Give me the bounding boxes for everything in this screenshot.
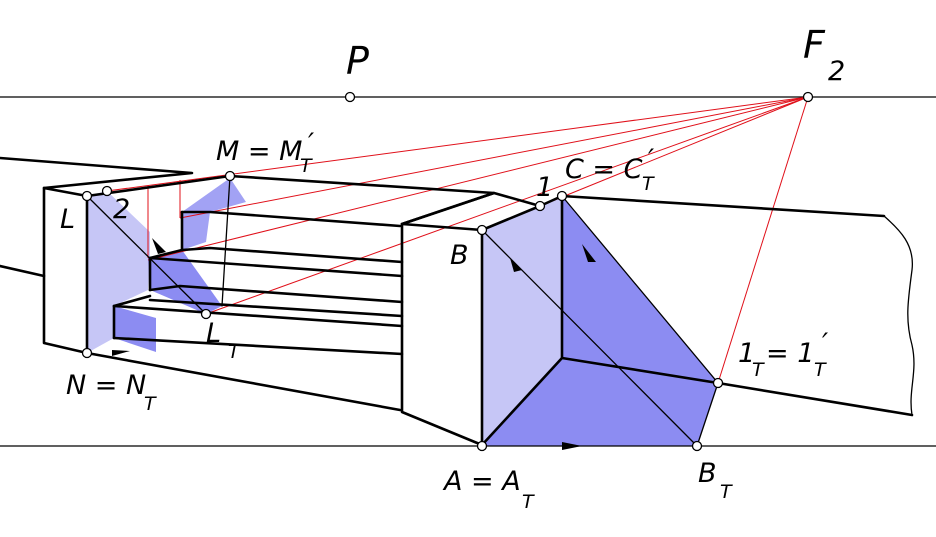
ray-line bbox=[205, 96, 809, 315]
label-BT: B bbox=[698, 458, 717, 489]
point-L bbox=[81, 190, 93, 202]
point-A bbox=[476, 440, 488, 452]
step-3-bottom bbox=[148, 298, 404, 318]
shadow-step-front bbox=[114, 306, 156, 352]
step-2 bbox=[148, 248, 184, 260]
label-BT-sub: T bbox=[720, 481, 733, 503]
point-P bbox=[344, 91, 356, 103]
right-pillar-base bbox=[480, 356, 720, 447]
arrow-marker bbox=[562, 442, 582, 450]
shadow-pillar-face bbox=[482, 196, 562, 445]
labels: P F 2 M = M ′ T C = C ′ T 1 2 L B L T N … bbox=[60, 23, 845, 513]
right-wall-top bbox=[560, 194, 886, 218]
point-1 bbox=[534, 200, 546, 212]
point-N bbox=[81, 347, 93, 359]
label-M-sub: T bbox=[300, 155, 313, 177]
label-2: 2 bbox=[113, 194, 130, 225]
label-C-sub: T bbox=[642, 173, 655, 195]
guide-lines bbox=[0, 96, 936, 447]
right-pillar bbox=[400, 222, 484, 447]
point-B bbox=[476, 224, 488, 236]
shadow-upper-cast bbox=[182, 178, 246, 250]
label-LT: L bbox=[206, 318, 221, 349]
label-1T-sub: T bbox=[752, 359, 765, 381]
point-LT bbox=[200, 308, 212, 320]
label-LT-sub: T bbox=[228, 341, 241, 363]
label-C: C = C bbox=[565, 154, 643, 185]
step-2-top bbox=[148, 256, 404, 278]
label-C-prime: ′ bbox=[648, 144, 654, 175]
arrow-marker bbox=[582, 244, 596, 262]
shadow-direction-line bbox=[86, 195, 207, 315]
arrows bbox=[112, 238, 596, 450]
label-F-sub: 2 bbox=[828, 56, 845, 87]
shadow-direction-line bbox=[561, 195, 719, 384]
label-M: M = M bbox=[216, 136, 302, 167]
point-C bbox=[556, 190, 568, 202]
point-1T bbox=[712, 377, 724, 389]
label-N: N = N bbox=[66, 370, 146, 401]
label-1T-eq: = 1 bbox=[766, 338, 814, 369]
label-F: F bbox=[803, 23, 826, 67]
point-M bbox=[224, 170, 236, 182]
light-rays bbox=[106, 96, 809, 384]
ray-line bbox=[539, 96, 809, 207]
label-B: B bbox=[450, 240, 469, 271]
shadow-boundary-line bbox=[696, 382, 719, 447]
shadow-left-face bbox=[87, 191, 150, 353]
step-3-tread bbox=[112, 304, 404, 328]
ray-line bbox=[106, 96, 809, 192]
step-1 bbox=[180, 210, 402, 228]
label-1: 1 bbox=[536, 172, 553, 203]
shadow-step-cast bbox=[148, 250, 222, 314]
step-1-tread bbox=[180, 246, 404, 264]
right-wall-bottom bbox=[716, 381, 914, 417]
label-P: P bbox=[346, 39, 369, 83]
right-pillar-top bbox=[400, 191, 542, 232]
shadow-pillar-cast bbox=[482, 196, 718, 446]
right-wall-break bbox=[883, 215, 915, 416]
point-BT bbox=[691, 440, 703, 452]
construction-lines bbox=[86, 175, 719, 447]
step-3-front bbox=[112, 336, 404, 356]
arrow-marker bbox=[152, 238, 166, 254]
label-N-sub: T bbox=[144, 393, 157, 415]
label-1T-prime: ′ bbox=[822, 328, 828, 359]
label-1T-sub2: T bbox=[814, 359, 827, 381]
ray-line bbox=[717, 96, 809, 384]
arrow-marker bbox=[112, 350, 130, 356]
label-L: L bbox=[60, 204, 75, 235]
shadow-boundary-line bbox=[221, 175, 231, 307]
object-outlines bbox=[0, 156, 915, 447]
arrow-marker bbox=[510, 258, 522, 272]
left-wall-side bbox=[0, 264, 46, 278]
label-A-sub: T bbox=[522, 491, 535, 513]
step-3 bbox=[112, 294, 152, 308]
label-M-prime: ′ bbox=[308, 128, 314, 159]
step-2-tread bbox=[148, 284, 404, 304]
points bbox=[81, 91, 814, 452]
point-F2 bbox=[802, 91, 814, 103]
left-block-bottom bbox=[85, 351, 402, 412]
ray-line bbox=[147, 96, 809, 261]
left-wall-top bbox=[0, 156, 194, 190]
label-A: A = A bbox=[442, 466, 521, 497]
point-2 bbox=[101, 185, 113, 197]
label-1T: 1 bbox=[738, 338, 755, 369]
ray-line bbox=[179, 96, 809, 219]
